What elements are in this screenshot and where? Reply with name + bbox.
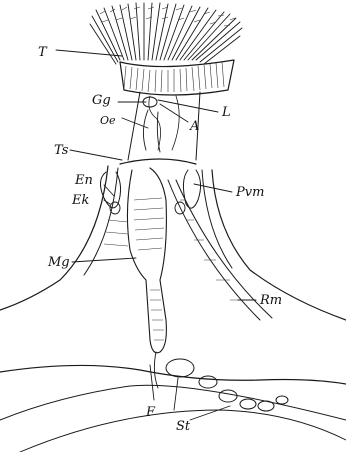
label-F: F [145,405,156,420]
label-En: En [74,173,93,188]
label-Mg: Mg [47,255,70,270]
label-T: T [38,45,48,60]
label-A: A [189,119,199,134]
label-L: L [221,105,231,120]
body-interior [0,92,346,452]
label-Gg: Gg [92,93,111,108]
tentacle-crown [90,3,242,95]
label-St: St [176,419,191,434]
label-Ts: Ts [54,143,69,158]
label-Oe: Oe [100,114,116,127]
figure-labels: T Gg L Oe A Ts En Ek Pvm Mg Rm F St [38,45,282,434]
label-Ek: Ek [71,193,89,208]
label-Rm: Rm [259,293,282,308]
label-Pvm: Pvm [235,185,264,200]
